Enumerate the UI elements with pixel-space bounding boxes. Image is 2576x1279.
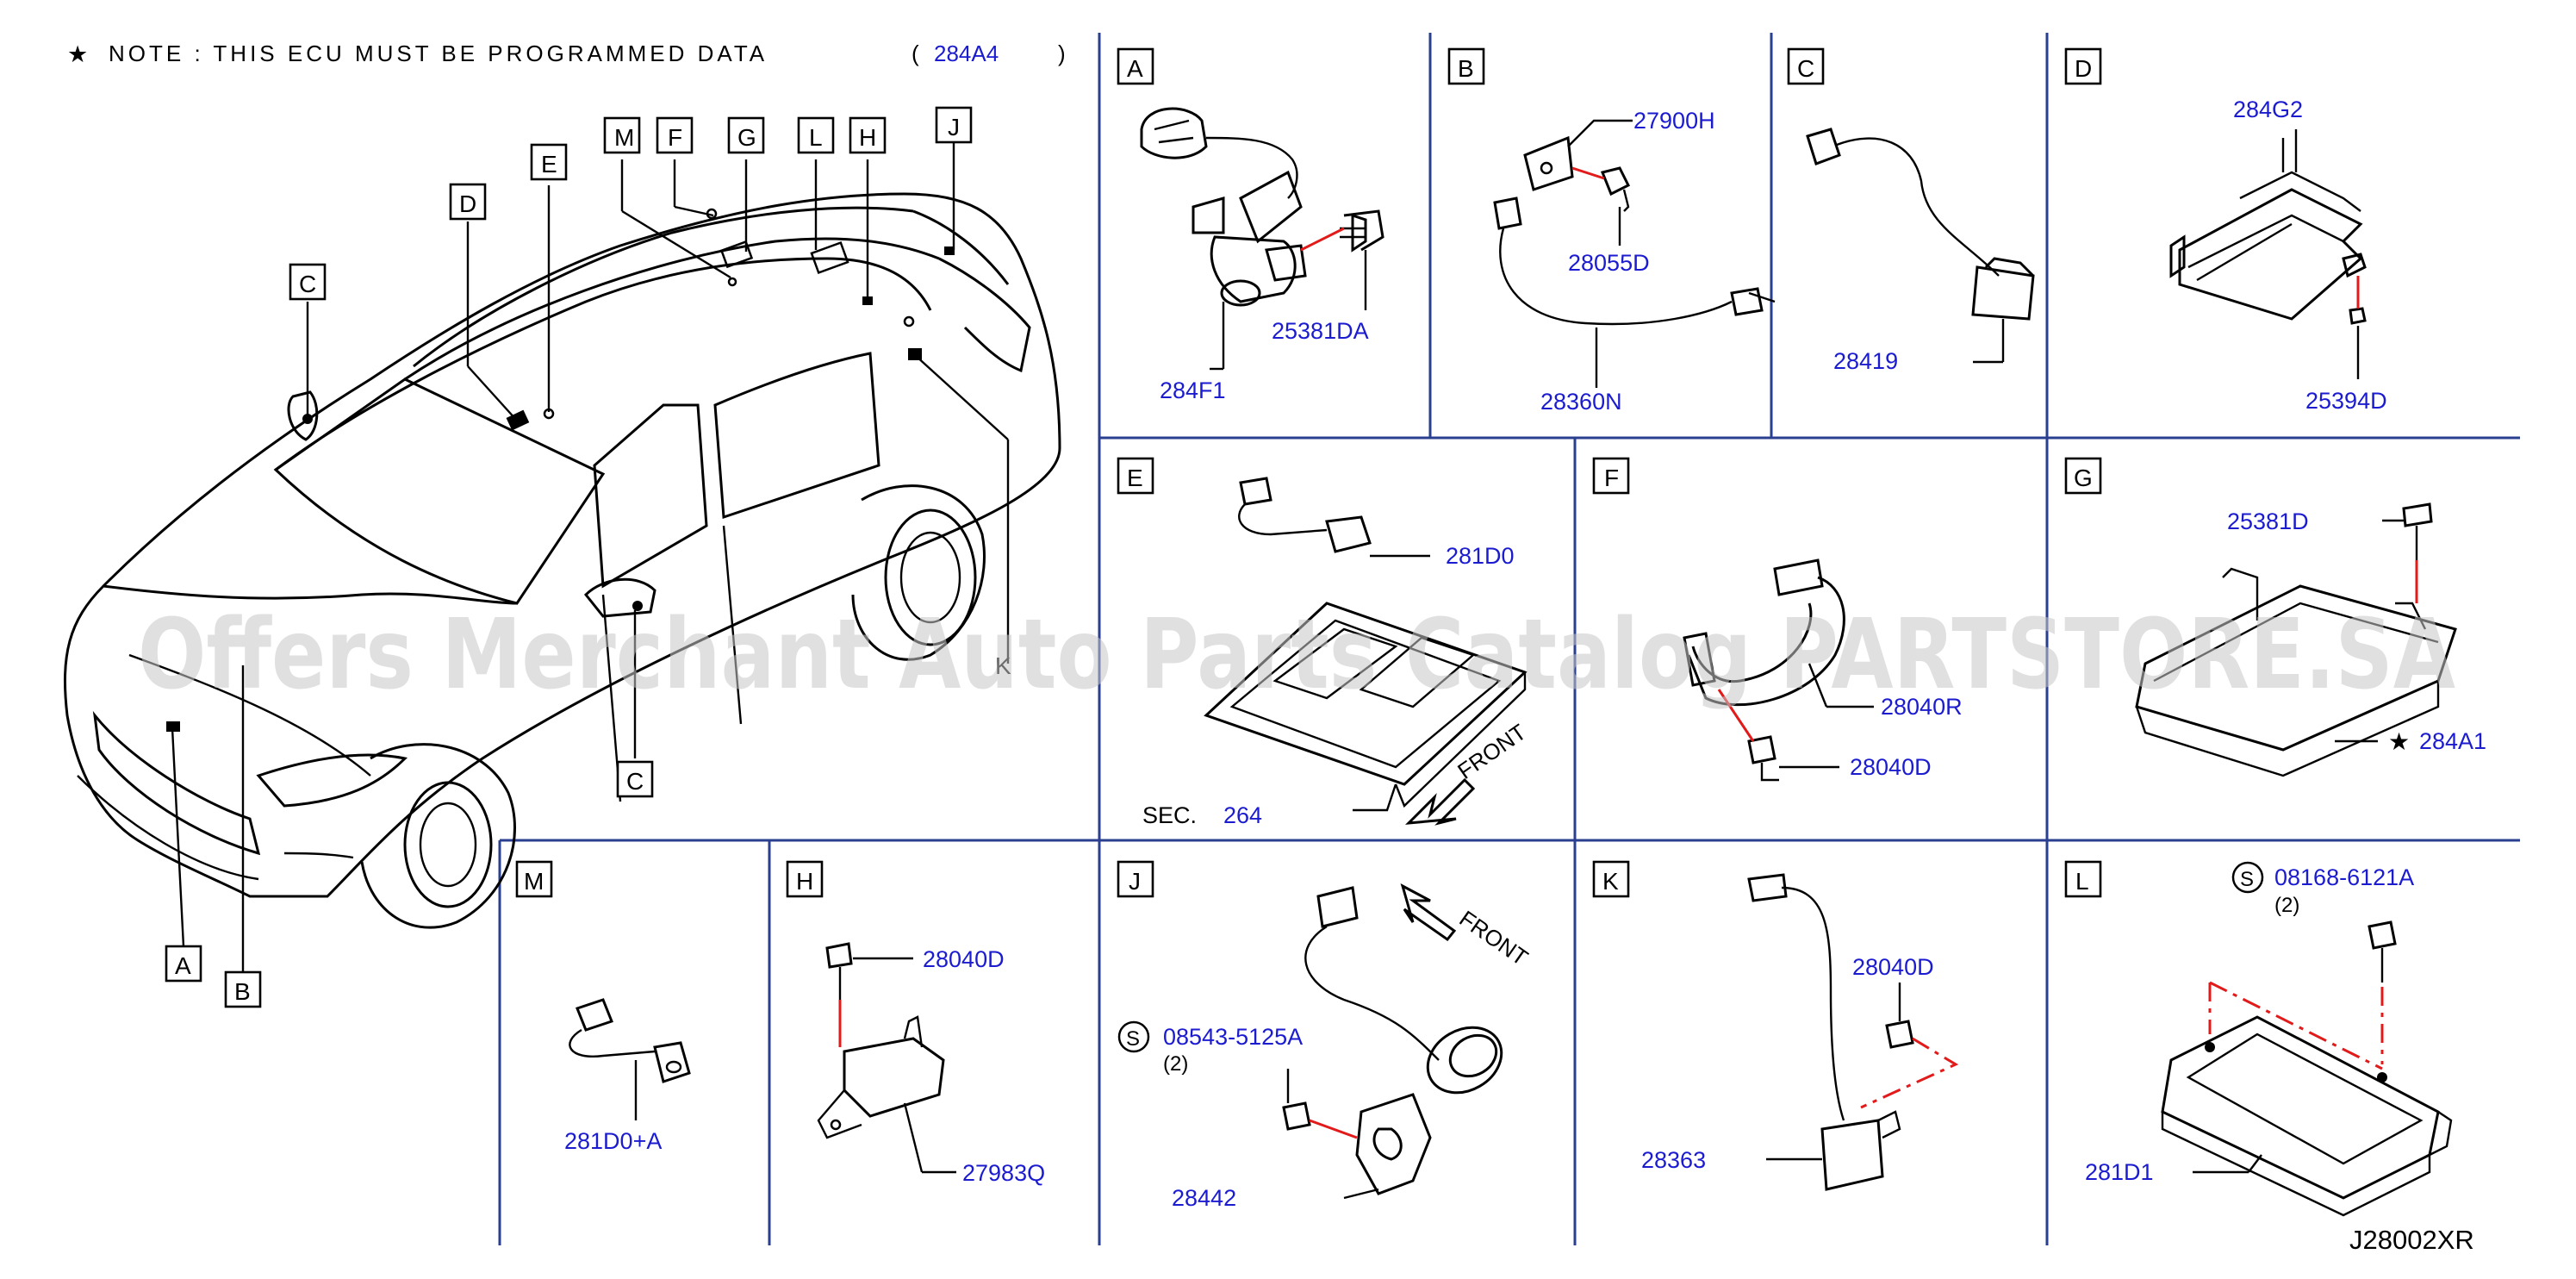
callout-h: H bbox=[859, 124, 876, 151]
callout-f: F bbox=[668, 124, 682, 151]
panel-d-drawing: 284G2 25394D bbox=[2169, 97, 2387, 414]
part-281d0[interactable]: 281D0 bbox=[1446, 543, 1515, 569]
part-281d0-a[interactable]: 281D0+A bbox=[564, 1128, 662, 1154]
part-28442[interactable]: 28442 bbox=[1172, 1185, 1236, 1211]
part-284a1[interactable]: 284A1 bbox=[2419, 728, 2486, 754]
qty-l: (2) bbox=[2274, 894, 2299, 917]
part-28055d[interactable]: 28055D bbox=[1568, 250, 1650, 276]
qty-j: (2) bbox=[1163, 1052, 1188, 1076]
part-08168-6121a[interactable]: 08168-6121A bbox=[2274, 864, 2414, 890]
sec-264-link[interactable]: 264 bbox=[1223, 802, 1262, 828]
part-284f1[interactable]: 284F1 bbox=[1160, 377, 1226, 403]
part-28419[interactable]: 28419 bbox=[1833, 348, 1898, 374]
panel-e-label: E bbox=[1127, 465, 1143, 491]
callout-d: D bbox=[459, 190, 476, 217]
part-28040d-h[interactable]: 28040D bbox=[923, 946, 1005, 972]
part-25394d[interactable]: 25394D bbox=[2305, 388, 2387, 414]
panel-c-drawing: 28419 bbox=[1806, 128, 2035, 374]
callout-k: K bbox=[995, 652, 1011, 679]
s-mark-j: S bbox=[1126, 1027, 1140, 1051]
s-circle-j bbox=[1117, 1020, 1150, 1053]
car-callouts: M F G L H J E D C C K A B bbox=[165, 106, 1011, 1008]
panel-c-label: C bbox=[1797, 55, 1814, 82]
panel-h-drawing: 28040D 27983Q bbox=[817, 942, 1045, 1186]
part-28360n[interactable]: 28360N bbox=[1540, 389, 1622, 415]
panel-l-label: L bbox=[2075, 868, 2089, 895]
panel-a-drawing: 284F1 25381DA bbox=[1140, 107, 1384, 403]
part-284g2[interactable]: 284G2 bbox=[2233, 97, 2303, 122]
panel-grid bbox=[498, 33, 2520, 1245]
panel-b-label: B bbox=[1458, 55, 1474, 82]
part-08543-5125a[interactable]: 08543-5125A bbox=[1163, 1024, 1303, 1050]
panel-h-label: H bbox=[796, 868, 813, 895]
panel-m-drawing: 281D0+A bbox=[564, 998, 691, 1154]
panel-m-label: M bbox=[524, 868, 544, 895]
part-28040r[interactable]: 28040R bbox=[1881, 694, 1963, 720]
part-27900h[interactable]: 27900H bbox=[1633, 108, 1715, 134]
front-arrow-j bbox=[1400, 883, 1457, 942]
panel-k-drawing: 28040D 28363 bbox=[1641, 873, 1959, 1191]
front-arrow-e bbox=[1405, 777, 1476, 826]
s-mark-l: S bbox=[2240, 868, 2254, 891]
panel-l-drawing: S 08168-6121A (2) 281D1 bbox=[2085, 861, 2453, 1217]
panel-a-label: A bbox=[1127, 55, 1143, 82]
callout-c-bottom: C bbox=[626, 768, 644, 795]
part-25381d[interactable]: 25381D bbox=[2227, 508, 2309, 534]
callout-l: L bbox=[809, 124, 823, 151]
part-25381da[interactable]: 25381DA bbox=[1272, 318, 1369, 344]
diagram-id: J28002XR bbox=[2349, 1225, 2474, 1255]
note-open-paren: ( bbox=[912, 41, 919, 66]
note-ecu-code[interactable]: 284A4 bbox=[934, 41, 999, 66]
panel-f-drawing: 28040R 28040D bbox=[1683, 558, 1963, 782]
part-28363[interactable]: 28363 bbox=[1641, 1147, 1706, 1173]
part-281d1[interactable]: 281D1 bbox=[2085, 1159, 2154, 1185]
star-284a1: ★ bbox=[2388, 728, 2410, 755]
note-close-paren: ) bbox=[1058, 41, 1066, 66]
callout-j: J bbox=[948, 114, 960, 140]
note-text: NOTE : THIS ECU MUST BE PROGRAMMED DATA bbox=[109, 41, 768, 66]
part-28040d-k[interactable]: 28040D bbox=[1852, 954, 1934, 980]
callout-g: G bbox=[737, 124, 756, 151]
panel-d-label: D bbox=[2075, 55, 2092, 82]
panel-b-drawing: 27900H 28055D 28360N bbox=[1493, 108, 1776, 415]
callout-b: B bbox=[234, 978, 251, 1005]
panel-labels: A B C D E F G M H J K L bbox=[515, 47, 2102, 898]
watermark: Offers Merchant Auto Parts Catalog PARTS… bbox=[138, 599, 2455, 711]
panel-j-label: J bbox=[1129, 868, 1141, 895]
panel-k-label: K bbox=[1602, 868, 1619, 895]
note-star: ★ bbox=[67, 41, 88, 67]
callout-c-top: C bbox=[299, 271, 316, 297]
s-circle-l bbox=[2231, 861, 2264, 894]
panel-g-label: G bbox=[2074, 465, 2093, 491]
panel-j-drawing: FRONT S 08543-5125A (2) 28442 bbox=[1117, 883, 1534, 1211]
callout-a: A bbox=[175, 952, 191, 979]
callout-e: E bbox=[541, 151, 557, 178]
callout-m: M bbox=[614, 124, 634, 151]
front-label-j: FRONT bbox=[1455, 905, 1534, 970]
car-illustration bbox=[63, 192, 1061, 929]
part-27983q[interactable]: 27983Q bbox=[962, 1160, 1045, 1186]
sec-label: SEC. bbox=[1142, 802, 1197, 828]
panel-g-drawing: 25381D ★ 284A1 bbox=[2135, 502, 2486, 777]
panel-f-label: F bbox=[1604, 465, 1619, 491]
part-28040d-f[interactable]: 28040D bbox=[1850, 754, 1932, 780]
car-leaders bbox=[171, 142, 1010, 972]
